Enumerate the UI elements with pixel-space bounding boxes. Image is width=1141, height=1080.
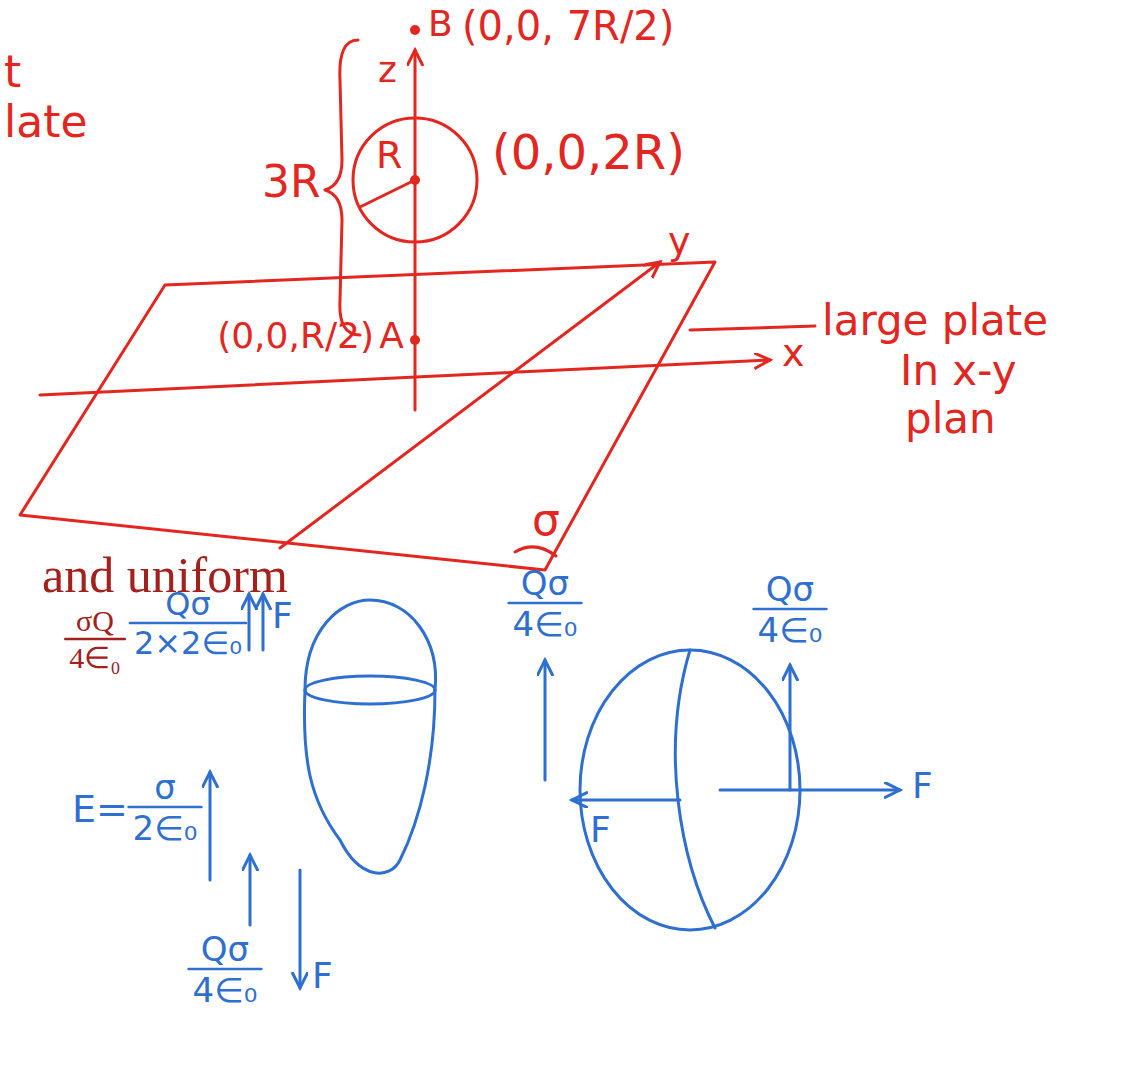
point-dot [410, 175, 420, 185]
fraction-numerator: Qσ [165, 588, 210, 620]
fraction-numerator: σ [154, 770, 176, 804]
annotation-label: F [312, 958, 333, 994]
fraction-bar [129, 806, 202, 809]
annotation-label: late [4, 100, 88, 144]
fraction-bar [189, 968, 262, 971]
leader-line [690, 326, 815, 330]
force-arrow [249, 855, 252, 925]
annotation-label: A [379, 318, 404, 354]
force-arrow [544, 660, 547, 780]
annotation-label: E= [72, 790, 128, 828]
annotation-label: large plate [822, 300, 1048, 342]
force-arrow [299, 870, 302, 988]
annotation-label: σ [532, 498, 560, 542]
annotation-label: B [428, 6, 453, 42]
fraction-bar [130, 622, 246, 625]
annotation-label: y [668, 222, 691, 260]
z-axis [414, 50, 417, 410]
fraction-denominator: 4∈₀ [758, 613, 823, 647]
fraction-numerator: Qσ [521, 566, 569, 600]
y-axis [280, 262, 660, 548]
fraction-bar [509, 602, 582, 605]
force-arrow [572, 799, 680, 802]
force-arrow [789, 665, 792, 790]
force-arrow [720, 789, 900, 792]
charged-plate [20, 262, 715, 570]
x-axis [40, 360, 770, 395]
equator-ellipse [305, 676, 435, 704]
field-arrow [209, 772, 212, 880]
dimension-bracket [325, 40, 360, 335]
annotation-label: 3R [262, 160, 321, 204]
point-dot [410, 25, 420, 35]
annotation-label: R [376, 136, 402, 174]
meridian-curve [675, 650, 715, 928]
radius-line [360, 180, 415, 207]
annotation-label: (0,0,2R) [492, 128, 685, 176]
force-arrow [262, 594, 265, 650]
annotation-label: plan [905, 398, 996, 440]
annotation-label: F [590, 812, 611, 848]
force-arrow [248, 594, 251, 650]
annotation-label: x [782, 334, 805, 372]
fraction-denominator: 2∈₀ [133, 811, 198, 845]
fraction-denominator: 2×2∈₀ [134, 627, 242, 659]
annotation-label: t [4, 50, 21, 94]
charged-sphere [353, 118, 477, 242]
fraction-numerator: Qσ [766, 572, 814, 606]
point-dot [410, 335, 420, 345]
annotation-label: (0,0, 7R/2) [462, 6, 674, 46]
hemisphere-outline [304, 690, 435, 873]
annotation-label: In x-y [900, 350, 1016, 392]
fraction-bar [754, 608, 827, 611]
fraction-denominator: 4∈₀ [193, 973, 258, 1007]
fraction-denominator: 4∈₀ [513, 607, 578, 641]
annotation-label: F [912, 768, 933, 804]
annotation-label: z [378, 52, 397, 88]
fraction-numerator: Qσ [201, 932, 249, 966]
fraction-denominator: 4∈₀ [69, 643, 120, 673]
annotation-label: and uniform [42, 550, 288, 600]
leader-line [515, 547, 556, 556]
annotation-label: (0,0,R/2) [217, 318, 374, 354]
fraction-bar [65, 638, 124, 641]
fraction-numerator: σQ [76, 606, 114, 636]
annotation-label: F [272, 598, 293, 634]
